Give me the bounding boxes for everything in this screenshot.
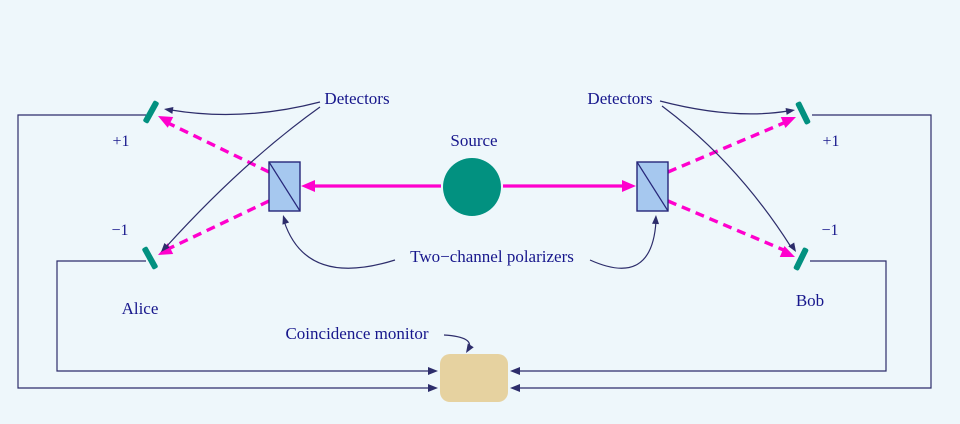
annotation-arrow-detectors-left-plus xyxy=(170,101,321,116)
label-bob-plus-one: +1 xyxy=(822,133,840,150)
label-bob-minus-one: −1 xyxy=(821,222,839,239)
label-detectors-left: Detectors xyxy=(324,89,390,108)
detector-alice-plus xyxy=(143,100,159,124)
label-polarizers: Two−channel polarizers xyxy=(410,247,574,266)
annotation-arrowhead xyxy=(466,343,474,353)
wire-arrowhead xyxy=(428,367,438,375)
left-polarizer xyxy=(268,161,301,212)
wire-arrowhead xyxy=(510,367,520,375)
wire-arrowhead xyxy=(428,384,438,392)
annotation-arrow-polarizer-left xyxy=(283,220,396,269)
beam-arrowhead xyxy=(622,180,636,192)
coincidence-monitor-box xyxy=(440,354,508,402)
beam-arrowhead xyxy=(301,180,315,192)
label-source: Source xyxy=(450,131,498,150)
wire-alice-minus-to-monitor xyxy=(56,260,430,372)
annotation-arrowhead xyxy=(282,215,290,225)
annotation-arrowhead xyxy=(788,242,796,252)
dashed-beam-right-minus xyxy=(667,199,787,253)
beam-arrowhead xyxy=(779,246,795,258)
label-alice: Alice xyxy=(121,299,159,318)
dashed-beam-left-minus xyxy=(167,199,270,251)
annotation-arrow-detectors-right-minus xyxy=(661,105,792,248)
wire-arrowhead xyxy=(510,384,520,392)
label-alice-minus-one: −1 xyxy=(111,222,129,239)
label-alice-plus-one: +1 xyxy=(112,133,130,150)
right-polarizer xyxy=(636,161,669,212)
detector-bob-minus xyxy=(793,247,809,271)
wire-alice-plus-to-monitor xyxy=(17,114,430,389)
annotation-arrowhead xyxy=(161,242,170,252)
annotation-arrowhead xyxy=(164,106,174,114)
label-detectors-right: Detectors xyxy=(587,89,653,108)
label-coincidence-monitor: Coincidence monitor xyxy=(285,324,429,343)
beam-arrowhead xyxy=(158,116,174,128)
detector-bob-plus xyxy=(795,101,811,125)
detector-alice-minus xyxy=(142,246,158,270)
annotation-arrow-detectors-left-minus xyxy=(165,106,321,248)
annotation-arrow-coincidence xyxy=(443,334,471,351)
label-bob: Bob xyxy=(795,291,825,310)
annotation-arrow-detectors-right-plus xyxy=(659,100,789,115)
annotation-arrowhead xyxy=(785,107,795,115)
beam-arrowhead xyxy=(780,116,796,128)
annotation-arrow-polarizer-right xyxy=(589,220,657,269)
dashed-beam-right-plus xyxy=(667,120,787,174)
annotation-arrowhead xyxy=(652,215,660,225)
source-circle xyxy=(443,158,501,216)
wire-bob-minus-to-monitor xyxy=(518,260,887,372)
wire-bob-plus-to-monitor xyxy=(518,114,932,389)
dashed-beam-left-plus xyxy=(167,121,270,174)
